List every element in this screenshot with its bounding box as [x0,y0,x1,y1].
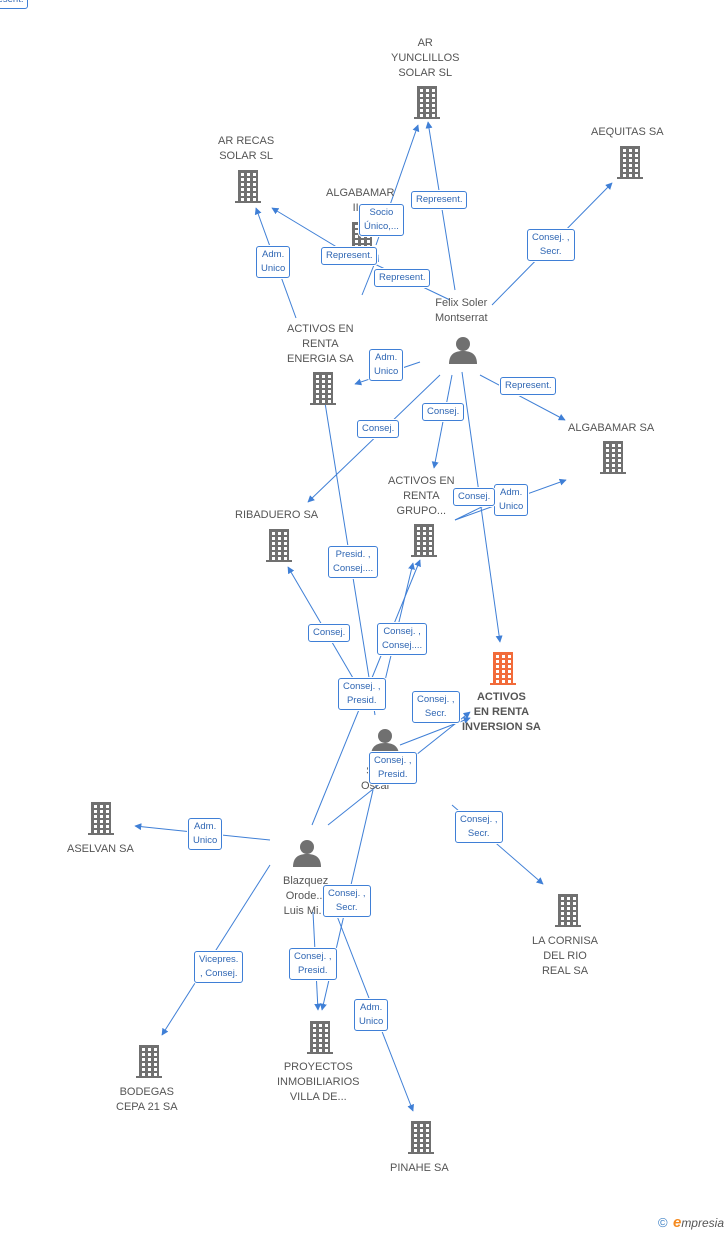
edge-label[interactable]: Consej. [453,488,496,506]
node-label-pinahe[interactable]: PINAHE SA [390,1162,449,1174]
node-label-aselvan[interactable]: ASELVAN SA [67,843,134,855]
node-label-algabamar[interactable]: ALGABAMAR SA [568,422,655,434]
edge-label[interactable]: Represent. [411,191,468,209]
building-icon[interactable] [617,145,643,179]
node-label-bodegas[interactable]: BODEGAS CEPA 21 SA [116,1086,178,1113]
edge-label[interactable]: Represent. [321,247,378,265]
edge-label[interactable]: Adm. Unico [494,484,529,516]
edge-felix-to-algabamar [479,374,566,421]
node-label-activos_energia[interactable]: ACTIVOS EN RENTA ENERGIA SA [287,323,354,365]
node-label-la_cornisa[interactable]: LA CORNISA DEL RIO REAL SA [532,935,599,977]
node-label-activos_grupo[interactable]: ACTIVOS EN RENTA GRUPO... [388,475,455,517]
building-icon[interactable] [307,1020,333,1054]
building-icon[interactable] [88,801,114,835]
edge-label[interactable]: Consej. , Presid. [289,948,337,980]
node-label-ar_yunclillos[interactable]: AR YUNCLILLOS SOLAR SL [391,37,460,79]
edge-label[interactable]: Represent. [500,377,557,395]
person-icon[interactable] [448,336,478,364]
edge-label[interactable]: Consej. , Secr. [412,691,460,723]
edge-felix-to-ribaduero [307,374,441,503]
building-icon[interactable] [136,1044,162,1078]
edge-label[interactable]: Consej. , Consej.... [377,623,428,655]
edge-label[interactable]: Consej. , Secr. [323,885,371,917]
node-label-activos_inversion[interactable]: ACTIVOS EN RENTA INVERSION SA [462,691,541,733]
edge-label[interactable]: Adm. Unico [256,246,291,278]
edge-label[interactable]: Represent. [0,0,29,9]
edge-label[interactable]: Consej. , Secr. [455,811,503,843]
footer-brand: © empresia [658,1214,724,1231]
building-icon[interactable] [600,440,626,474]
building-icon[interactable] [411,523,437,557]
building-icon[interactable] [408,1120,434,1154]
edge-label[interactable]: Consej. [308,624,351,642]
building-icon[interactable] [310,371,336,405]
building-icon[interactable] [235,169,261,203]
edge-label[interactable]: Presid. , Consej.... [328,546,379,578]
node-label-blazquez[interactable]: Blazquez Orode... Luis Mi... [283,875,329,917]
edge-label[interactable]: Consej. , Presid. [338,678,386,710]
edge-label[interactable]: Consej. [357,420,400,438]
building-icon[interactable] [266,528,292,562]
edge-label[interactable]: Adm. Unico [188,818,223,850]
building-icon[interactable] [490,651,516,685]
node-label-ribaduero[interactable]: RIBADUERO SA [235,509,319,521]
copyright-symbol: © [658,1215,668,1230]
edge-label[interactable]: Adm. Unico [354,999,389,1031]
edge-label[interactable]: Consej. , Secr. [527,229,575,261]
edge-label[interactable]: Consej. , Presid. [369,752,417,784]
brand-logo: empresia [672,1214,724,1231]
node-label-proyectos[interactable]: PROYECTOS INMOBILIARIOS VILLA DE... [277,1061,360,1103]
node-label-felix[interactable]: Felix Soler Montserrat [435,297,488,324]
building-icon[interactable] [414,85,440,119]
node-label-aequitas[interactable]: AEQUITAS SA [591,126,664,138]
edge-label[interactable]: Adm. Unico [369,349,404,381]
edge-label[interactable]: Vicepres. , Consej. [194,951,244,983]
edge-label[interactable]: Socio Único,... [359,204,404,236]
node-label-ar_recas[interactable]: AR RECAS SOLAR SL [218,135,275,162]
person-icon[interactable] [292,839,322,867]
edge-felix-to-activos_grupo [431,374,453,469]
edge-blazquez-to-bodegas [161,864,271,1036]
edge-label[interactable]: Consej. [422,403,465,421]
building-icon[interactable] [555,893,581,927]
edge-label[interactable]: Represent. [374,269,431,287]
